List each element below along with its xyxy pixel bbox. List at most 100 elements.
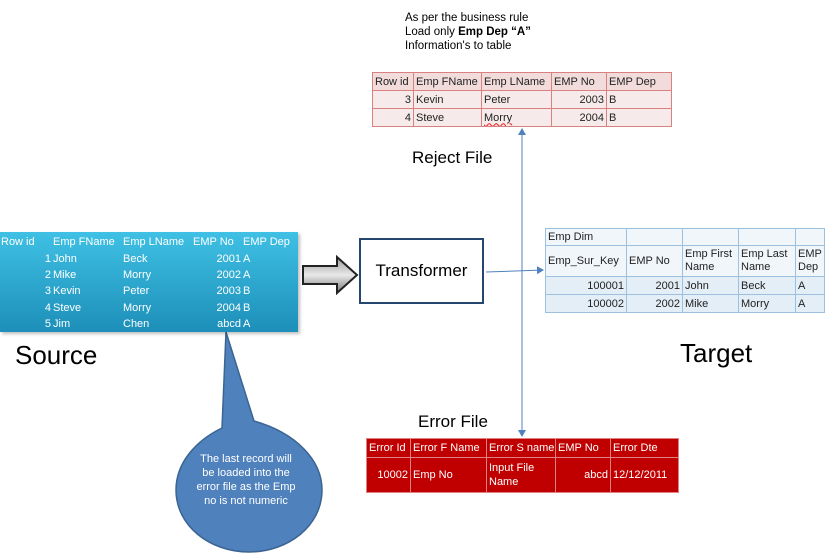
error-header-cell: Error S name <box>486 438 556 458</box>
target-header-row: Emp_Sur_Key EMP No Emp First Name Emp La… <box>545 245 825 277</box>
error-table: Error Id Error F Name Error S name EMP N… <box>366 438 679 493</box>
target-cell: John <box>682 276 739 295</box>
source-cell: Steve <box>53 301 82 314</box>
target-title-empty <box>738 228 796 246</box>
source-cell: Kevin <box>53 285 81 298</box>
source-cell: Jim <box>53 318 71 331</box>
target-table-title: Emp Dim <box>545 228 627 246</box>
error-cell: 10002 <box>366 457 411 493</box>
source-row: 4 Steve Morry 2004 B <box>0 300 296 316</box>
reject-cell: 4 <box>372 108 414 127</box>
reject-header-cell: EMP No <box>551 72 607 91</box>
transformer-box: Transformer <box>359 238 484 304</box>
source-cell: Morry <box>123 268 152 281</box>
source-cell: abcd <box>217 318 241 331</box>
target-header-cell: EMP No <box>626 245 683 277</box>
source-panel <box>0 232 298 332</box>
error-header-cell: Error Dte <box>610 438 679 458</box>
source-cell: 3 <box>44 285 51 298</box>
reject-cell: B <box>606 108 672 127</box>
source-cell: 2001 <box>216 252 241 265</box>
target-row: 100001 2001 John Beck A <box>545 276 825 295</box>
reject-row: 4 Steve Morry 2004 B <box>372 108 672 127</box>
target-cell: 100002 <box>545 294 627 313</box>
source-header-cell: EMP No <box>193 236 234 249</box>
source-cell: 2 <box>44 268 51 281</box>
target-title-row: Emp Dim <box>545 228 825 246</box>
note-line-1: As per the business rule <box>405 12 529 24</box>
source-row: 1 John Beck 2001 A <box>0 250 296 266</box>
source-cell: Morry <box>123 301 152 314</box>
callout-text: The last record will be loaded into the … <box>196 453 296 507</box>
target-title-empty <box>682 228 739 246</box>
target-title-empty <box>626 228 683 246</box>
reject-cell: 2003 <box>551 90 607 109</box>
callout-shape <box>175 331 323 553</box>
source-header-cell: EMP Dep <box>243 236 290 249</box>
reject-table: Row id Emp FName Emp LName EMP No EMP De… <box>372 72 672 127</box>
error-file-label: Error File <box>418 412 488 431</box>
reject-row: 3 Kevin Peter 2003 B <box>372 90 672 109</box>
source-header-cell: Emp FName <box>53 236 115 249</box>
reject-header-cell: EMP Dep <box>606 72 672 91</box>
source-to-transformer-arrow <box>302 254 359 296</box>
reject-header-cell: Emp FName <box>413 72 482 91</box>
target-cell: 100001 <box>545 276 627 295</box>
target-cell: Beck <box>738 276 796 295</box>
target-cell: 2001 <box>626 276 683 295</box>
note-line-2: Load only Emp Dep “A” <box>405 26 531 38</box>
target-header-cell: Emp_Sur_Key <box>545 245 627 277</box>
source-cell: 5 <box>44 318 51 331</box>
reject-cell: 2004 <box>551 108 607 127</box>
target-label: Target <box>680 338 753 368</box>
target-header-cell: Emp Last Name <box>738 245 796 277</box>
error-cell: Emp No <box>410 457 487 493</box>
target-cell: A <box>795 294 825 313</box>
reject-cell: Peter <box>481 90 552 109</box>
reject-file-label: Reject File <box>412 148 493 167</box>
target-table: Emp Dim Emp_Sur_Key EMP No Emp First Nam… <box>545 228 825 313</box>
reject-header-row: Row id Emp FName Emp LName EMP No EMP De… <box>372 72 672 91</box>
source-cell: 2003 <box>216 285 241 298</box>
source-cell: Beck <box>123 252 148 265</box>
note-line-3: Information's to table <box>405 40 512 52</box>
note-line-2-bold: Emp Dep “A” <box>458 26 531 38</box>
source-cell: 1 <box>44 252 51 265</box>
target-cell: A <box>795 276 825 295</box>
source-row: 2 Mike Morry 2002 A <box>0 267 296 283</box>
source-row: 3 Kevin Peter 2003 B <box>0 283 296 299</box>
business-rule-note: As per the business rule Load only Emp D… <box>405 11 531 53</box>
error-header-row: Error Id Error F Name Error S name EMP N… <box>366 438 679 458</box>
target-header-cell: Emp First Name <box>682 245 739 277</box>
source-cell: A <box>243 252 251 265</box>
error-cell: Input File Name <box>486 457 556 493</box>
target-title-empty <box>795 228 825 246</box>
target-cell: Morry <box>738 294 796 313</box>
target-header-cell: EMP Dep <box>795 245 825 277</box>
target-cell: 2002 <box>626 294 683 313</box>
source-cell: 4 <box>44 301 51 314</box>
reject-cell: 3 <box>372 90 414 109</box>
reject-header-cell: Emp LName <box>481 72 552 91</box>
reject-cell: Morry <box>481 108 552 127</box>
note-line-2-prefix: Load only <box>405 26 459 38</box>
reject-cell: Kevin <box>413 90 482 109</box>
source-cell: John <box>53 252 77 265</box>
target-connector <box>485 266 544 275</box>
reject-cell: Steve <box>413 108 482 127</box>
source-cell: B <box>243 301 251 314</box>
reject-cell: B <box>606 90 672 109</box>
source-cell: Peter <box>123 285 150 298</box>
source-header-cell: Emp LName <box>123 236 185 249</box>
source-cell: A <box>243 268 251 281</box>
error-cell: 12/12/2011 <box>610 457 679 493</box>
source-label: Source <box>15 340 98 370</box>
source-cell: Mike <box>53 268 77 281</box>
source-cell: B <box>243 285 251 298</box>
source-row: 5 Jim Chen abcd A <box>0 316 296 332</box>
source-table: Row id Emp FName Emp LName EMP No EMP De… <box>0 234 296 332</box>
reject-cell-text: Morry <box>484 111 513 124</box>
source-header-cell: Row id <box>1 236 35 249</box>
source-cell: 2004 <box>216 301 241 314</box>
